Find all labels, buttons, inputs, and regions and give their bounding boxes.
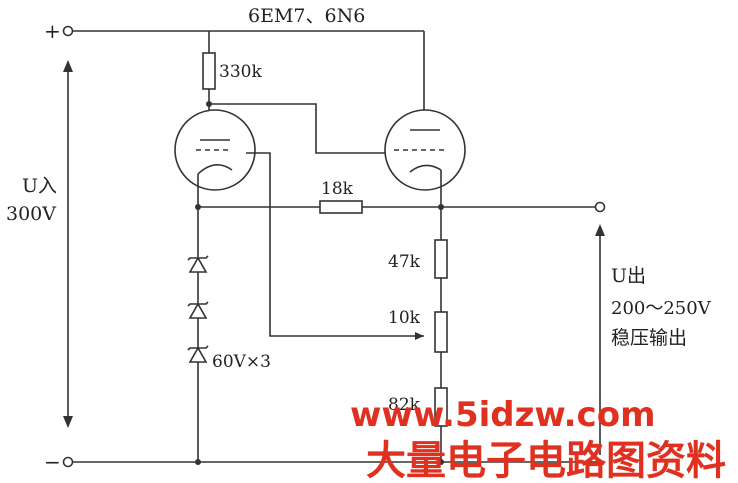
output-desc-label: 稳压输出	[611, 327, 687, 349]
junction-bottom-right	[438, 459, 444, 465]
positive-input-terminal	[62, 25, 74, 37]
resistor-330k	[202, 52, 216, 90]
watermark-url: www.5idzw.com	[350, 395, 656, 435]
resistor-47k-label: 47k	[388, 252, 421, 272]
zener-diode-2	[187, 301, 209, 319]
junction-bottom-left	[195, 459, 201, 465]
left-grid-wire	[246, 152, 424, 337]
positive-terminal-label: +	[44, 19, 61, 43]
potentiometer-10k-label: 10k	[388, 308, 421, 328]
zener-diode-3	[187, 345, 209, 363]
right-triode	[384, 109, 466, 207]
input-voltage-label: 300V	[6, 203, 56, 225]
zener-diode-1	[187, 255, 209, 273]
resistor-18k	[319, 200, 363, 214]
resistor-82k-label: 82k	[388, 395, 421, 415]
input-label: U入	[22, 175, 57, 197]
resistor-47k	[434, 239, 448, 279]
grid-drive-wire	[209, 103, 388, 154]
output-range-label: 200～250V	[611, 298, 712, 319]
left-triode	[174, 109, 256, 207]
zener-label: 60V×3	[212, 352, 271, 372]
resistor-330k-label: 330k	[219, 62, 262, 82]
tube-type-label: 6EM7、6N6	[248, 5, 365, 27]
negative-input-terminal	[62, 456, 74, 468]
output-terminal	[594, 201, 606, 213]
watermark-site-name: 大量电子电路图资料	[366, 438, 726, 483]
junction-cathode-left	[195, 204, 201, 210]
resistor-18k-label: 18k	[321, 179, 354, 199]
output-label: U出	[611, 265, 646, 287]
potentiometer-10k	[434, 311, 448, 353]
negative-terminal-label: −	[44, 450, 61, 474]
